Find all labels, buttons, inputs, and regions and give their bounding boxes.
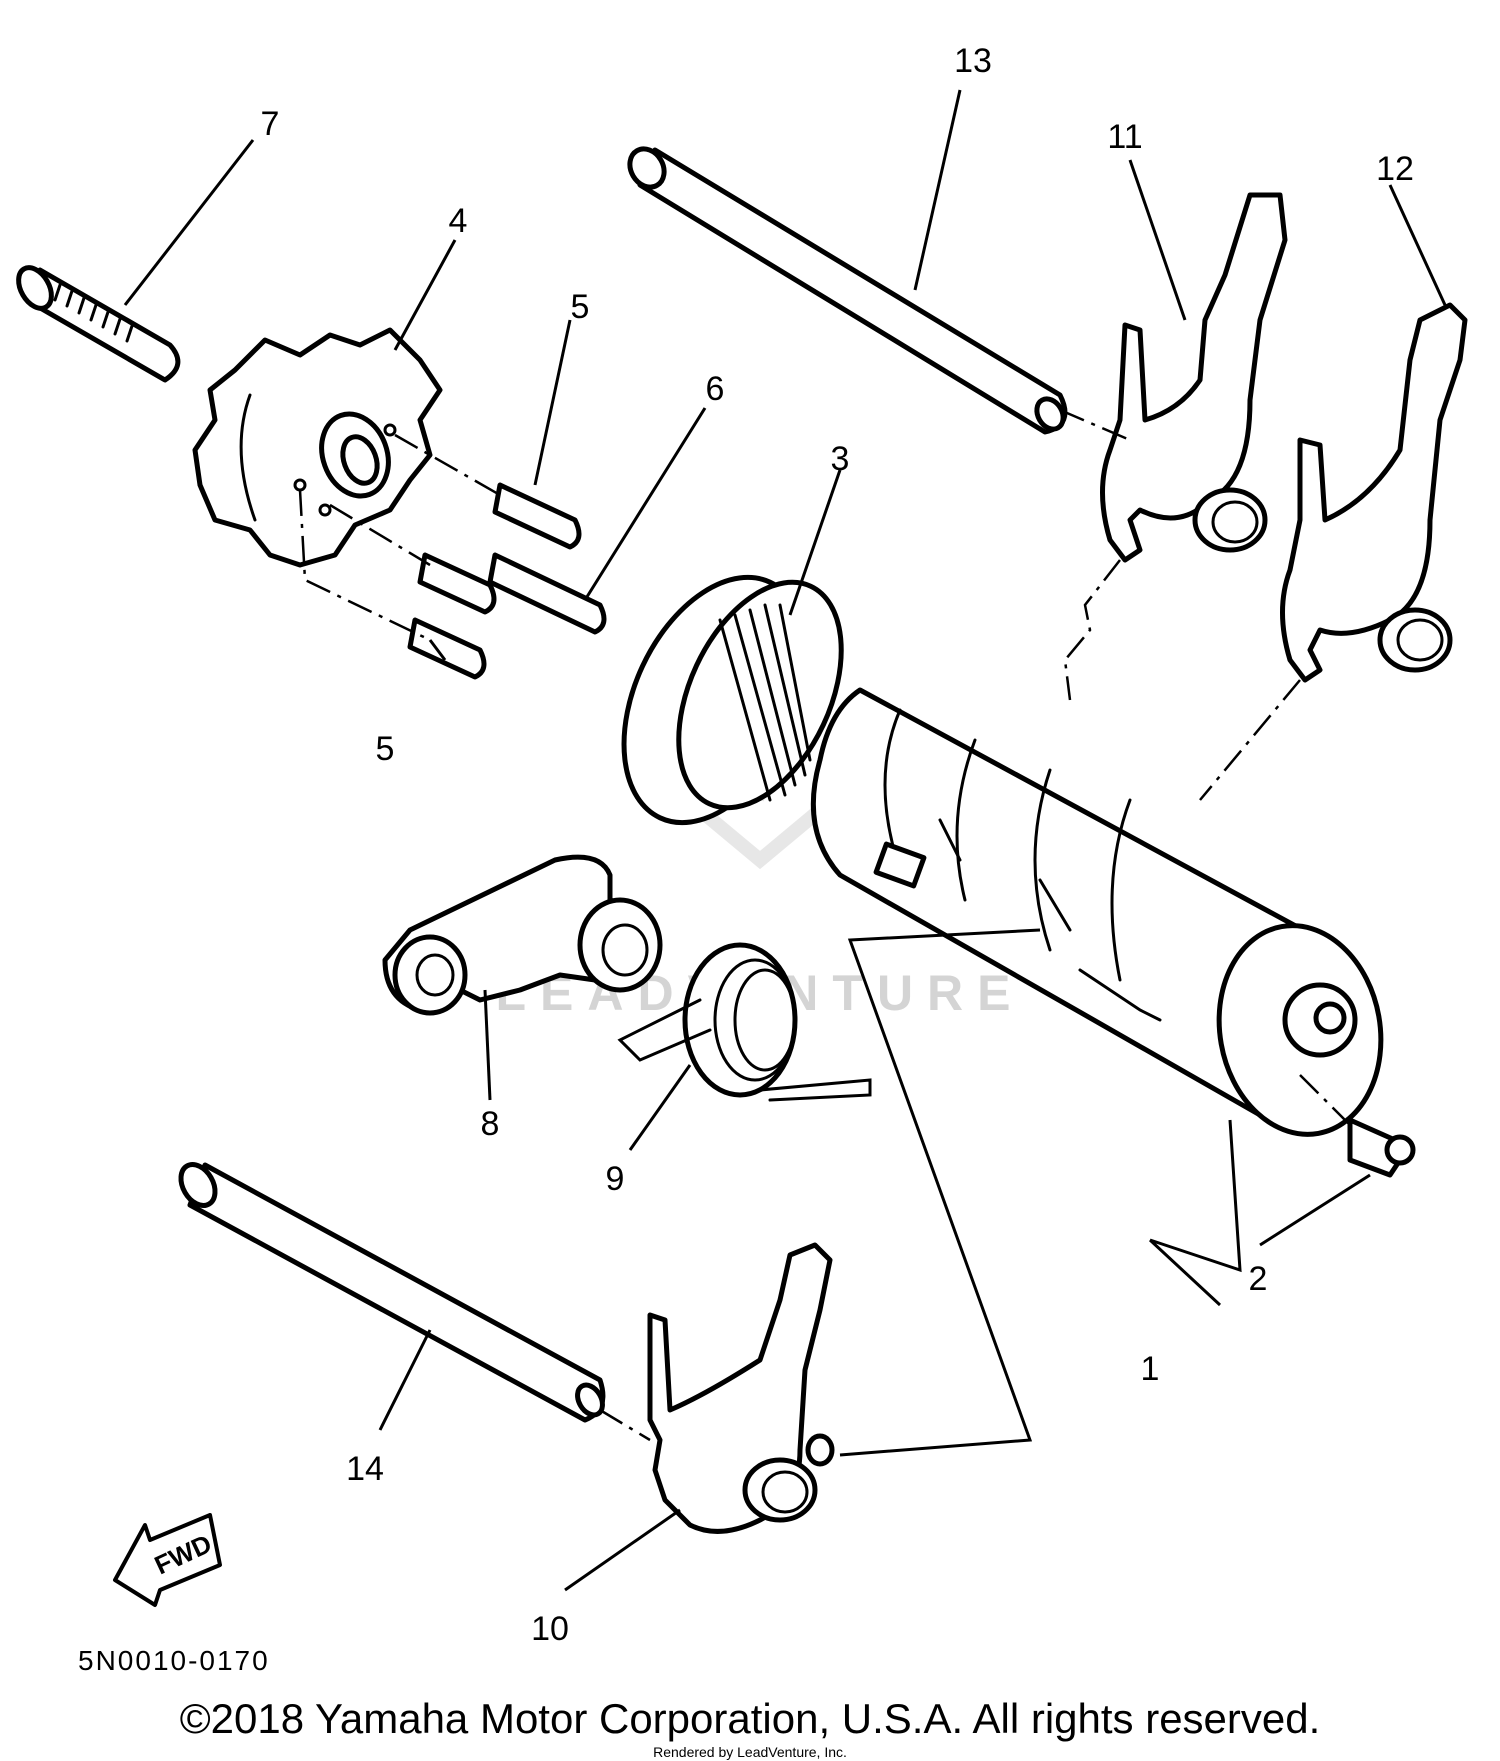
assembly-lines [599, 408, 1301, 1457]
shift-shaft-upper [627, 146, 1068, 435]
shift-fork-11 [1100, 192, 1288, 563]
callout-leaders [123, 89, 1447, 1592]
callout-12: 12 [1376, 150, 1414, 188]
callout-6: 6 [706, 370, 725, 408]
needle-bearing [621, 574, 844, 826]
callout-8: 8 [481, 1105, 500, 1143]
callout-13: 13 [954, 42, 992, 80]
callout-4: 4 [449, 202, 468, 240]
torsion-spring [617, 942, 872, 1102]
shift-fork-10 [647, 1242, 835, 1534]
shift-drum-segment [192, 327, 443, 568]
callout-3: 3 [831, 440, 850, 478]
diagram-code: 5N0010-0170 [78, 1645, 270, 1676]
dowel-pins [298, 433, 607, 680]
callout-1: 1 [1141, 1350, 1160, 1388]
fwd-arrow-icon: FWD [113, 1513, 222, 1607]
callout-10: 10 [531, 1610, 569, 1648]
shift-drum [810, 687, 1384, 1137]
callout-9: 9 [606, 1160, 625, 1198]
shift-lever [382, 854, 663, 1016]
rendered-by-note: Rendered by LeadVenture, Inc. [653, 1744, 847, 1760]
callout-5-top: 5 [571, 288, 590, 326]
shift-shaft-lower [178, 1162, 606, 1423]
shift-fork-12 [1280, 302, 1468, 683]
callout-2: 2 [1249, 1260, 1268, 1298]
callout-14: 14 [346, 1450, 384, 1488]
callout-5-bottom: 5 [376, 730, 395, 768]
copyright-notice: ©2018 Yamaha Motor Corporation, U.S.A. A… [179, 1695, 1321, 1742]
screw [1299, 1074, 1416, 1178]
bolt [16, 265, 181, 383]
callout-11: 11 [1107, 118, 1142, 156]
callout-7: 7 [261, 105, 280, 143]
